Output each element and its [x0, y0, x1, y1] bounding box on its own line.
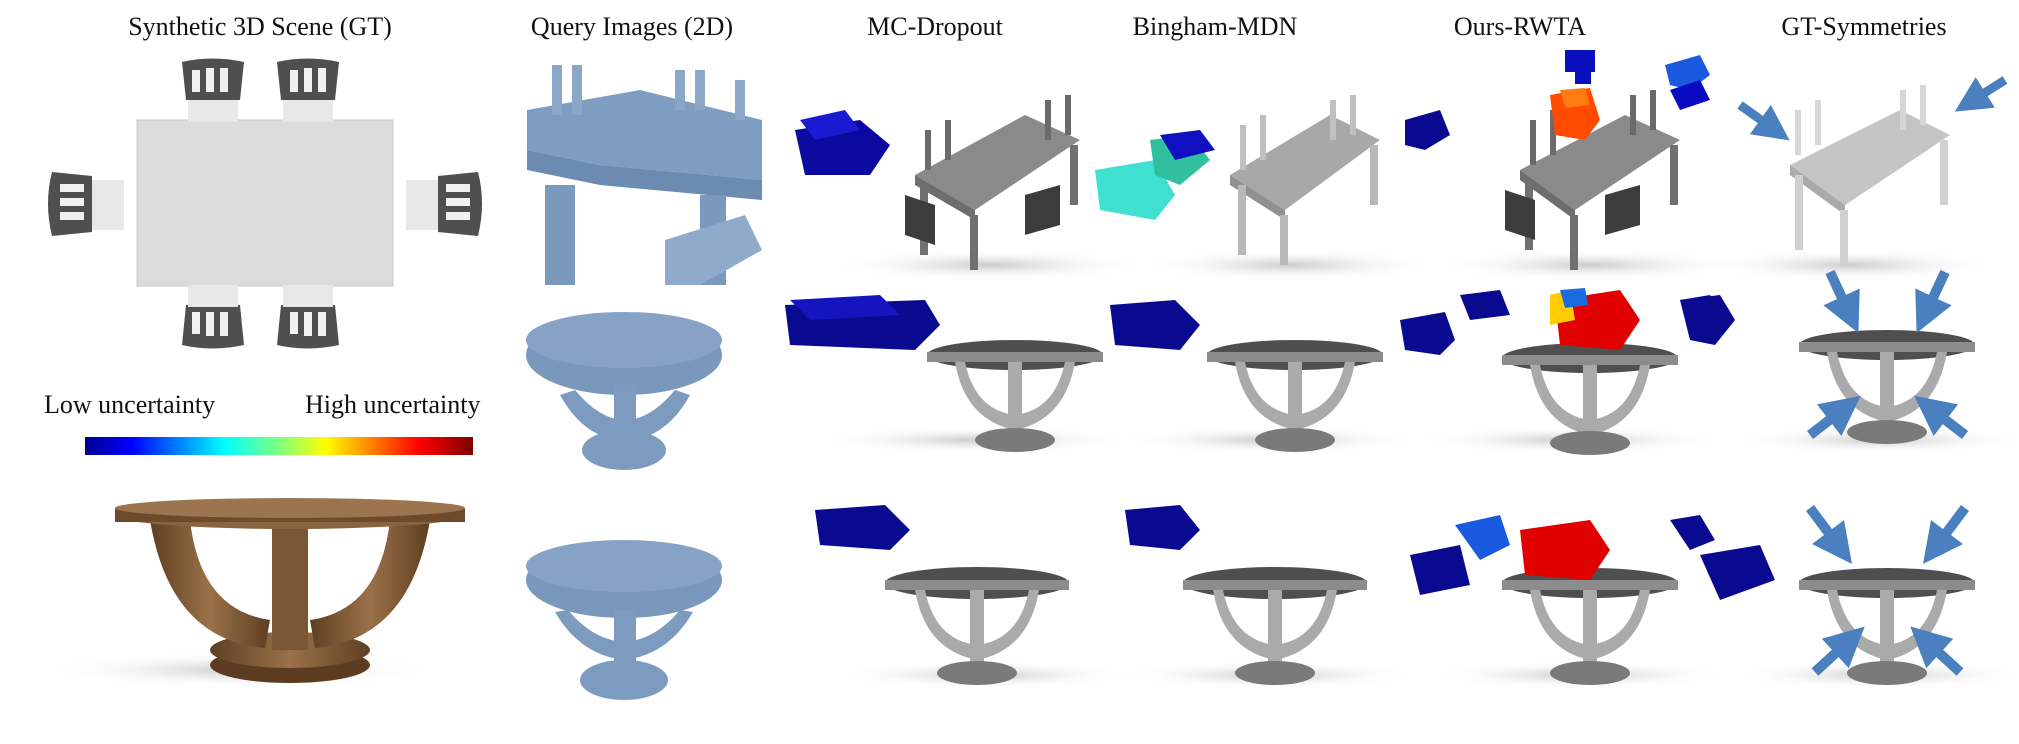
chair-bottom-left [182, 285, 244, 349]
mc-dropout-row1 [795, 95, 1150, 281]
ours-rwta-row2 [1400, 288, 1725, 455]
gt-symmetries-row1 [1665, 55, 2008, 281]
gt-top-view-scene [48, 58, 482, 349]
mc-dropout-row3 [815, 505, 1135, 689]
chair-right [406, 172, 482, 236]
header-ours-rwta: Ours-RWTA [1453, 12, 1587, 41]
query-image-row1 [527, 62, 762, 287]
header-query-images: Query Images (2D) [530, 12, 734, 41]
chair-top-left [182, 58, 244, 122]
bingham-mdn-row1 [1095, 95, 1440, 281]
header-gt-symmetries: GT-Symmetries [1781, 12, 1947, 41]
header-mc-dropout: MC-Dropout [867, 12, 1003, 41]
colorbar-low-label: Low uncertainty [44, 390, 216, 419]
ours-rwta-row3 [1410, 515, 1775, 689]
gt-symmetries-row3 [1730, 505, 2019, 689]
chair-bottom-right [277, 285, 339, 349]
chair-left [48, 172, 124, 236]
bingham-mdn-row3 [1120, 505, 1420, 689]
ours-rwta-row1 [1405, 50, 1745, 281]
bingham-mdn-row2 [1110, 300, 1420, 454]
query-image-row3 [526, 540, 722, 700]
header-bingham-mdn: Bingham-MDN [1132, 12, 1298, 41]
gt-symmetries-row2 [1680, 269, 2019, 454]
chair-top-right [277, 58, 339, 122]
wooden-table-render [40, 498, 465, 688]
colorbar [85, 437, 473, 455]
header-synthetic-scene: Synthetic 3D Scene (GT) [128, 12, 392, 41]
colorbar-high-label: High uncertainty [305, 390, 481, 419]
query-image-row2 [526, 312, 722, 470]
mc-dropout-row2 [785, 295, 1135, 454]
